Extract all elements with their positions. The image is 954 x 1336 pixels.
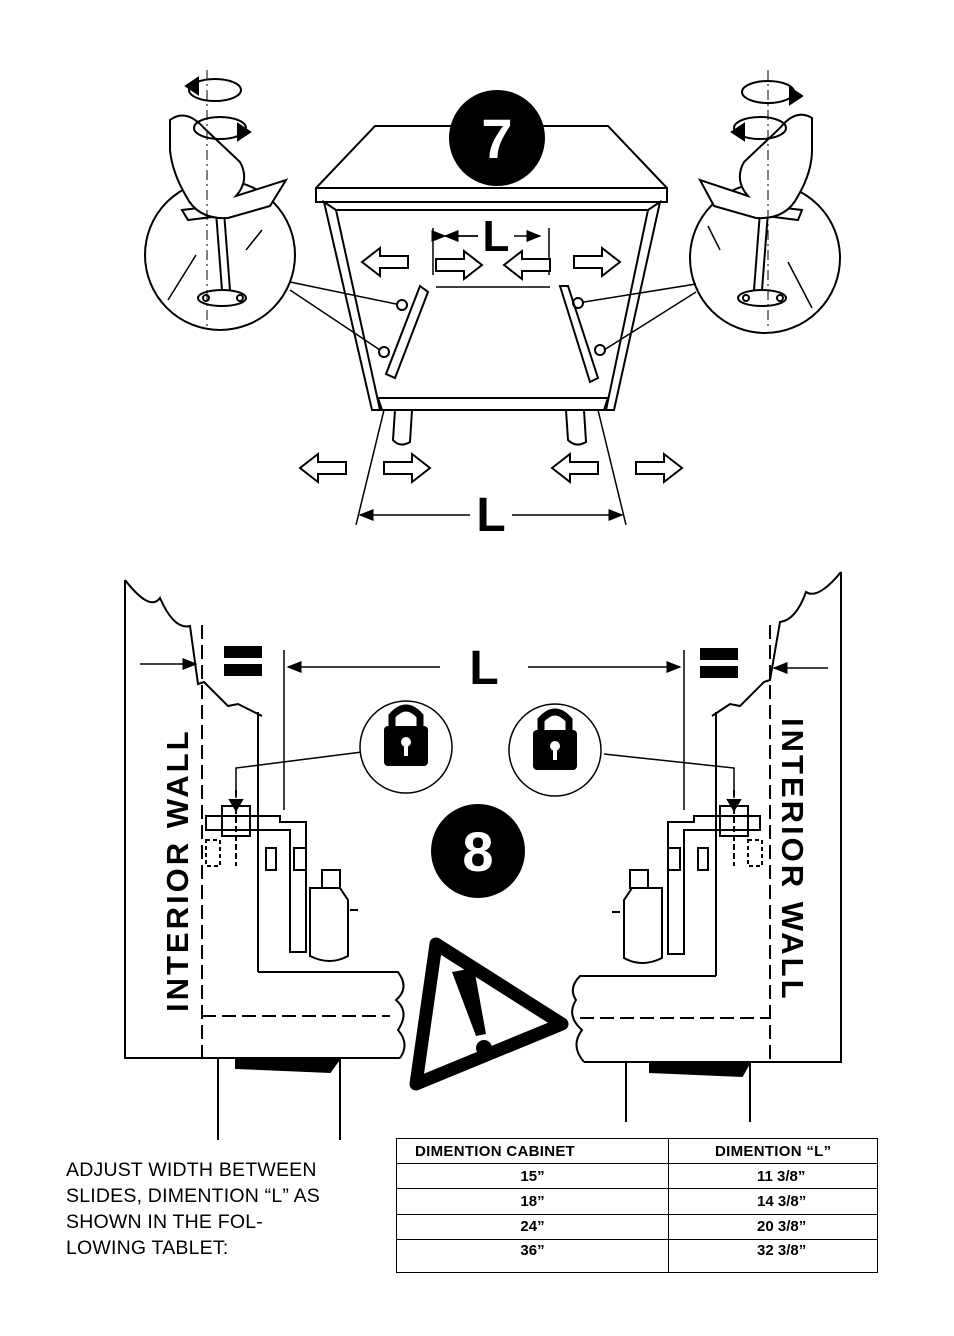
instructions-text: ADJUST WIDTH BETWEEN SLIDES, DIMENTION “…: [66, 1157, 366, 1261]
step7-diagram: [144, 70, 841, 526]
rotate-arrow-icon: [730, 70, 804, 330]
slide-runner-left: [309, 887, 349, 962]
table-cell: 11 3/8”: [668, 1163, 878, 1190]
interior-wall-right-label: INTERIOR WALL: [775, 718, 810, 1002]
table-header-l: DIMENTION “L”: [668, 1137, 878, 1165]
step7-number: 7: [481, 107, 512, 170]
table-cell: 24”: [396, 1213, 669, 1240]
cabinet-leg-right: [565, 409, 588, 446]
cabinet-side-left: [322, 199, 382, 411]
instruction-line: SHOWN IN THE FOL-: [66, 1211, 263, 1233]
cabinet-leg-left: [391, 409, 413, 446]
warning-triangle-icon: [409, 937, 569, 1091]
padlock-icon: [359, 700, 453, 794]
hex-key-icon: [167, 202, 263, 307]
slide-right: [558, 285, 600, 384]
table-row: 36” 32 3/8”: [396, 1238, 878, 1274]
step8-diagram: [124, 571, 842, 1140]
dimension-table: DIMENTION CABINET DIMENTION “L” 15” 11 3…: [396, 1137, 878, 1274]
step7-dim-label-bottom: L: [476, 489, 505, 542]
cabinet-side-right: [604, 199, 662, 411]
equal-sign-right: [700, 648, 738, 678]
table-cell: 20 3/8”: [668, 1213, 878, 1240]
table-cell: 14 3/8”: [668, 1188, 878, 1215]
padlock-icon: [508, 703, 602, 797]
table-cell: 36”: [396, 1238, 669, 1274]
table-row: 24” 20 3/8”: [396, 1213, 878, 1240]
slide-left: [384, 284, 430, 380]
table-row: 15” 11 3/8”: [396, 1163, 878, 1190]
step8-badge: [431, 804, 525, 898]
interior-wall-left-label: INTERIOR WALL: [160, 728, 195, 1012]
interior-wall-right: [749, 572, 842, 1122]
slide-runner-right: [623, 887, 663, 964]
instruction-line: ADJUST WIDTH BETWEEN: [66, 1159, 317, 1181]
table-header-cabinet: DIMENTION CABINET: [396, 1137, 669, 1165]
table-header-row: DIMENTION CABINET DIMENTION “L”: [396, 1137, 878, 1165]
step8-dim-label: L: [469, 642, 498, 695]
instruction-line: SLIDES, DIMENTION “L” AS: [66, 1185, 321, 1207]
table-row: 18” 14 3/8”: [396, 1188, 878, 1215]
instruction-line: LOWING TABLET:: [66, 1237, 229, 1259]
interior-wall-left: [124, 580, 219, 1140]
hex-key-icon: [707, 202, 813, 309]
table-cell: 15”: [396, 1163, 669, 1190]
rotate-arrow-icon: [184, 70, 252, 330]
table-cell: 32 3/8”: [668, 1238, 878, 1274]
step7-badge: [449, 90, 545, 186]
equal-sign-left: [224, 646, 262, 676]
step7-dim-label-top: L: [483, 212, 510, 261]
table-cell: 18”: [396, 1188, 669, 1215]
step8-number: 8: [462, 820, 493, 883]
